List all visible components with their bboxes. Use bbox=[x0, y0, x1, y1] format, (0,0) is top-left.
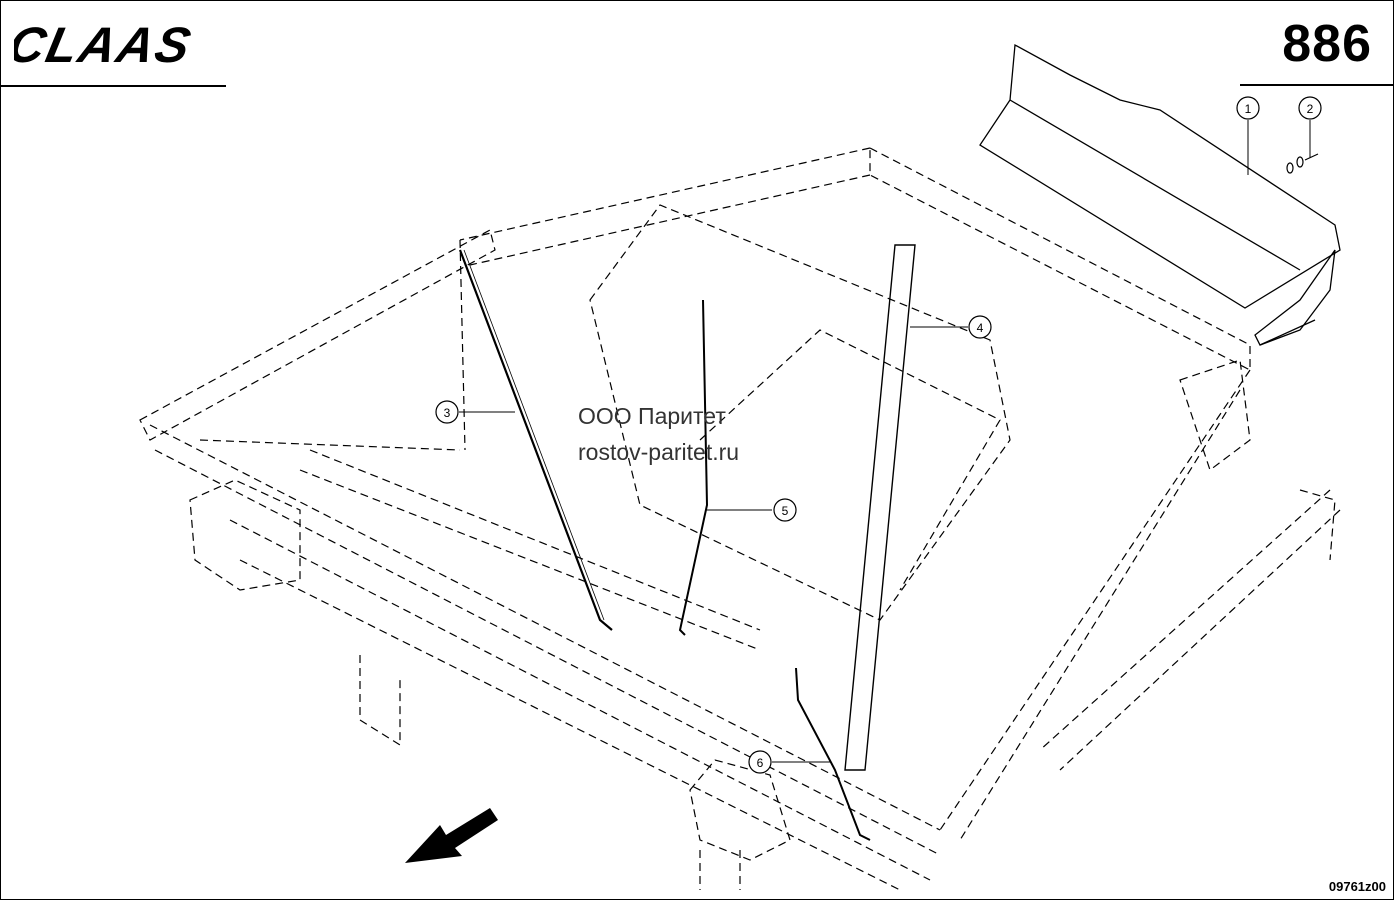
left-bracket bbox=[189, 479, 301, 591]
floor-panel bbox=[589, 204, 1011, 621]
callout-label-3: 3 bbox=[444, 406, 451, 420]
right-bracket bbox=[1179, 359, 1251, 471]
part-5-rod bbox=[678, 299, 709, 636]
front-bracket bbox=[689, 759, 791, 861]
watermark-url: rostov-paritet.ru bbox=[578, 439, 740, 465]
callout-label-1: 1 bbox=[1245, 102, 1252, 116]
hidden-frame-lines bbox=[139, 147, 1341, 891]
callout-label-6: 6 bbox=[757, 756, 764, 770]
callout-6 bbox=[748, 750, 772, 774]
part-3-rod bbox=[458, 249, 613, 631]
page-number-underline bbox=[1240, 84, 1394, 86]
callout-4 bbox=[968, 315, 992, 339]
claas-logo: CLAAS bbox=[14, 22, 197, 72]
callout-3 bbox=[435, 400, 459, 424]
drawing-code: 09761z00 bbox=[1328, 879, 1386, 894]
callout-leaders bbox=[459, 120, 1311, 763]
rear-rail bbox=[869, 147, 1251, 371]
part-2-bolt bbox=[1286, 153, 1319, 174]
callout-circles bbox=[435, 96, 1322, 774]
callout-5 bbox=[773, 498, 797, 522]
part-1-deflector-plate bbox=[979, 43, 1341, 346]
left-rail bbox=[139, 229, 496, 441]
front-beam-top bbox=[149, 424, 941, 831]
watermark-company: ООО Паритет bbox=[578, 403, 726, 429]
callout-label-4: 4 bbox=[977, 321, 984, 335]
watermark: ООО Паритет rostov-paritet.ru bbox=[578, 398, 739, 470]
part-6-rod bbox=[795, 667, 871, 841]
callout-1 bbox=[1236, 96, 1260, 120]
logo-underline bbox=[0, 85, 226, 87]
svg-text:CLAAS: CLAAS bbox=[14, 22, 197, 72]
right-beam bbox=[939, 369, 1251, 831]
page-number: 886 bbox=[1282, 15, 1372, 73]
part-4-strip bbox=[844, 244, 916, 771]
direction-arrow-icon bbox=[405, 808, 498, 863]
callout-2 bbox=[1298, 96, 1322, 120]
callout-label-2: 2 bbox=[1307, 102, 1314, 116]
callout-label-5: 5 bbox=[782, 504, 789, 518]
